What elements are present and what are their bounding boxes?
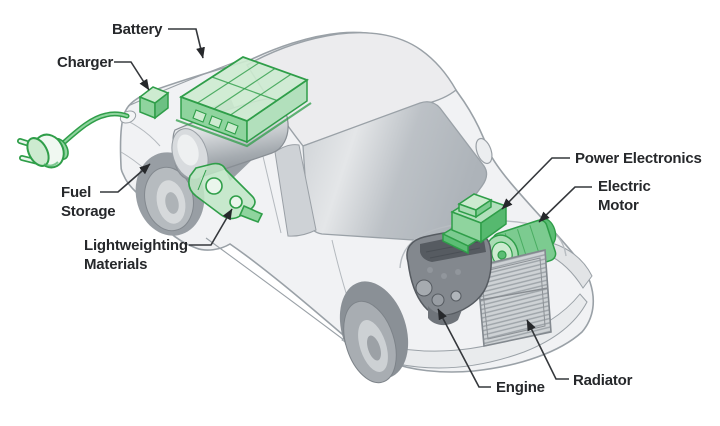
engine-leader xyxy=(437,308,491,388)
suspension-arm xyxy=(188,162,264,224)
lightweighting-leader xyxy=(189,208,233,246)
battery-leader xyxy=(168,28,205,59)
charger-label: Charger xyxy=(57,54,114,71)
side-window xyxy=(274,144,317,237)
charging-plug-icon xyxy=(17,110,137,169)
leader-lines xyxy=(100,28,592,388)
power-electronics xyxy=(441,193,508,255)
battery xyxy=(175,56,312,148)
radiator-label: Radiator xyxy=(573,372,633,389)
front-wheel xyxy=(339,281,409,384)
electric-motor-label: Electric Motor xyxy=(598,178,651,214)
engine-label: Engine xyxy=(496,379,545,396)
electric-motor-leader xyxy=(538,186,592,223)
headlight xyxy=(546,242,593,289)
battery-label: Battery xyxy=(112,21,163,38)
fuel-storage-label: Fuel Storage xyxy=(61,184,116,220)
fuel-storage-leader xyxy=(100,163,151,193)
charger-leader xyxy=(114,61,150,91)
power-electronics-leader xyxy=(501,157,570,210)
radiator-leader xyxy=(526,319,569,380)
power-electronics-label: Power Electronics xyxy=(575,150,702,167)
lightweighting-materials-label: Lightweighting Materials xyxy=(84,237,188,273)
side-mirror xyxy=(475,137,493,165)
